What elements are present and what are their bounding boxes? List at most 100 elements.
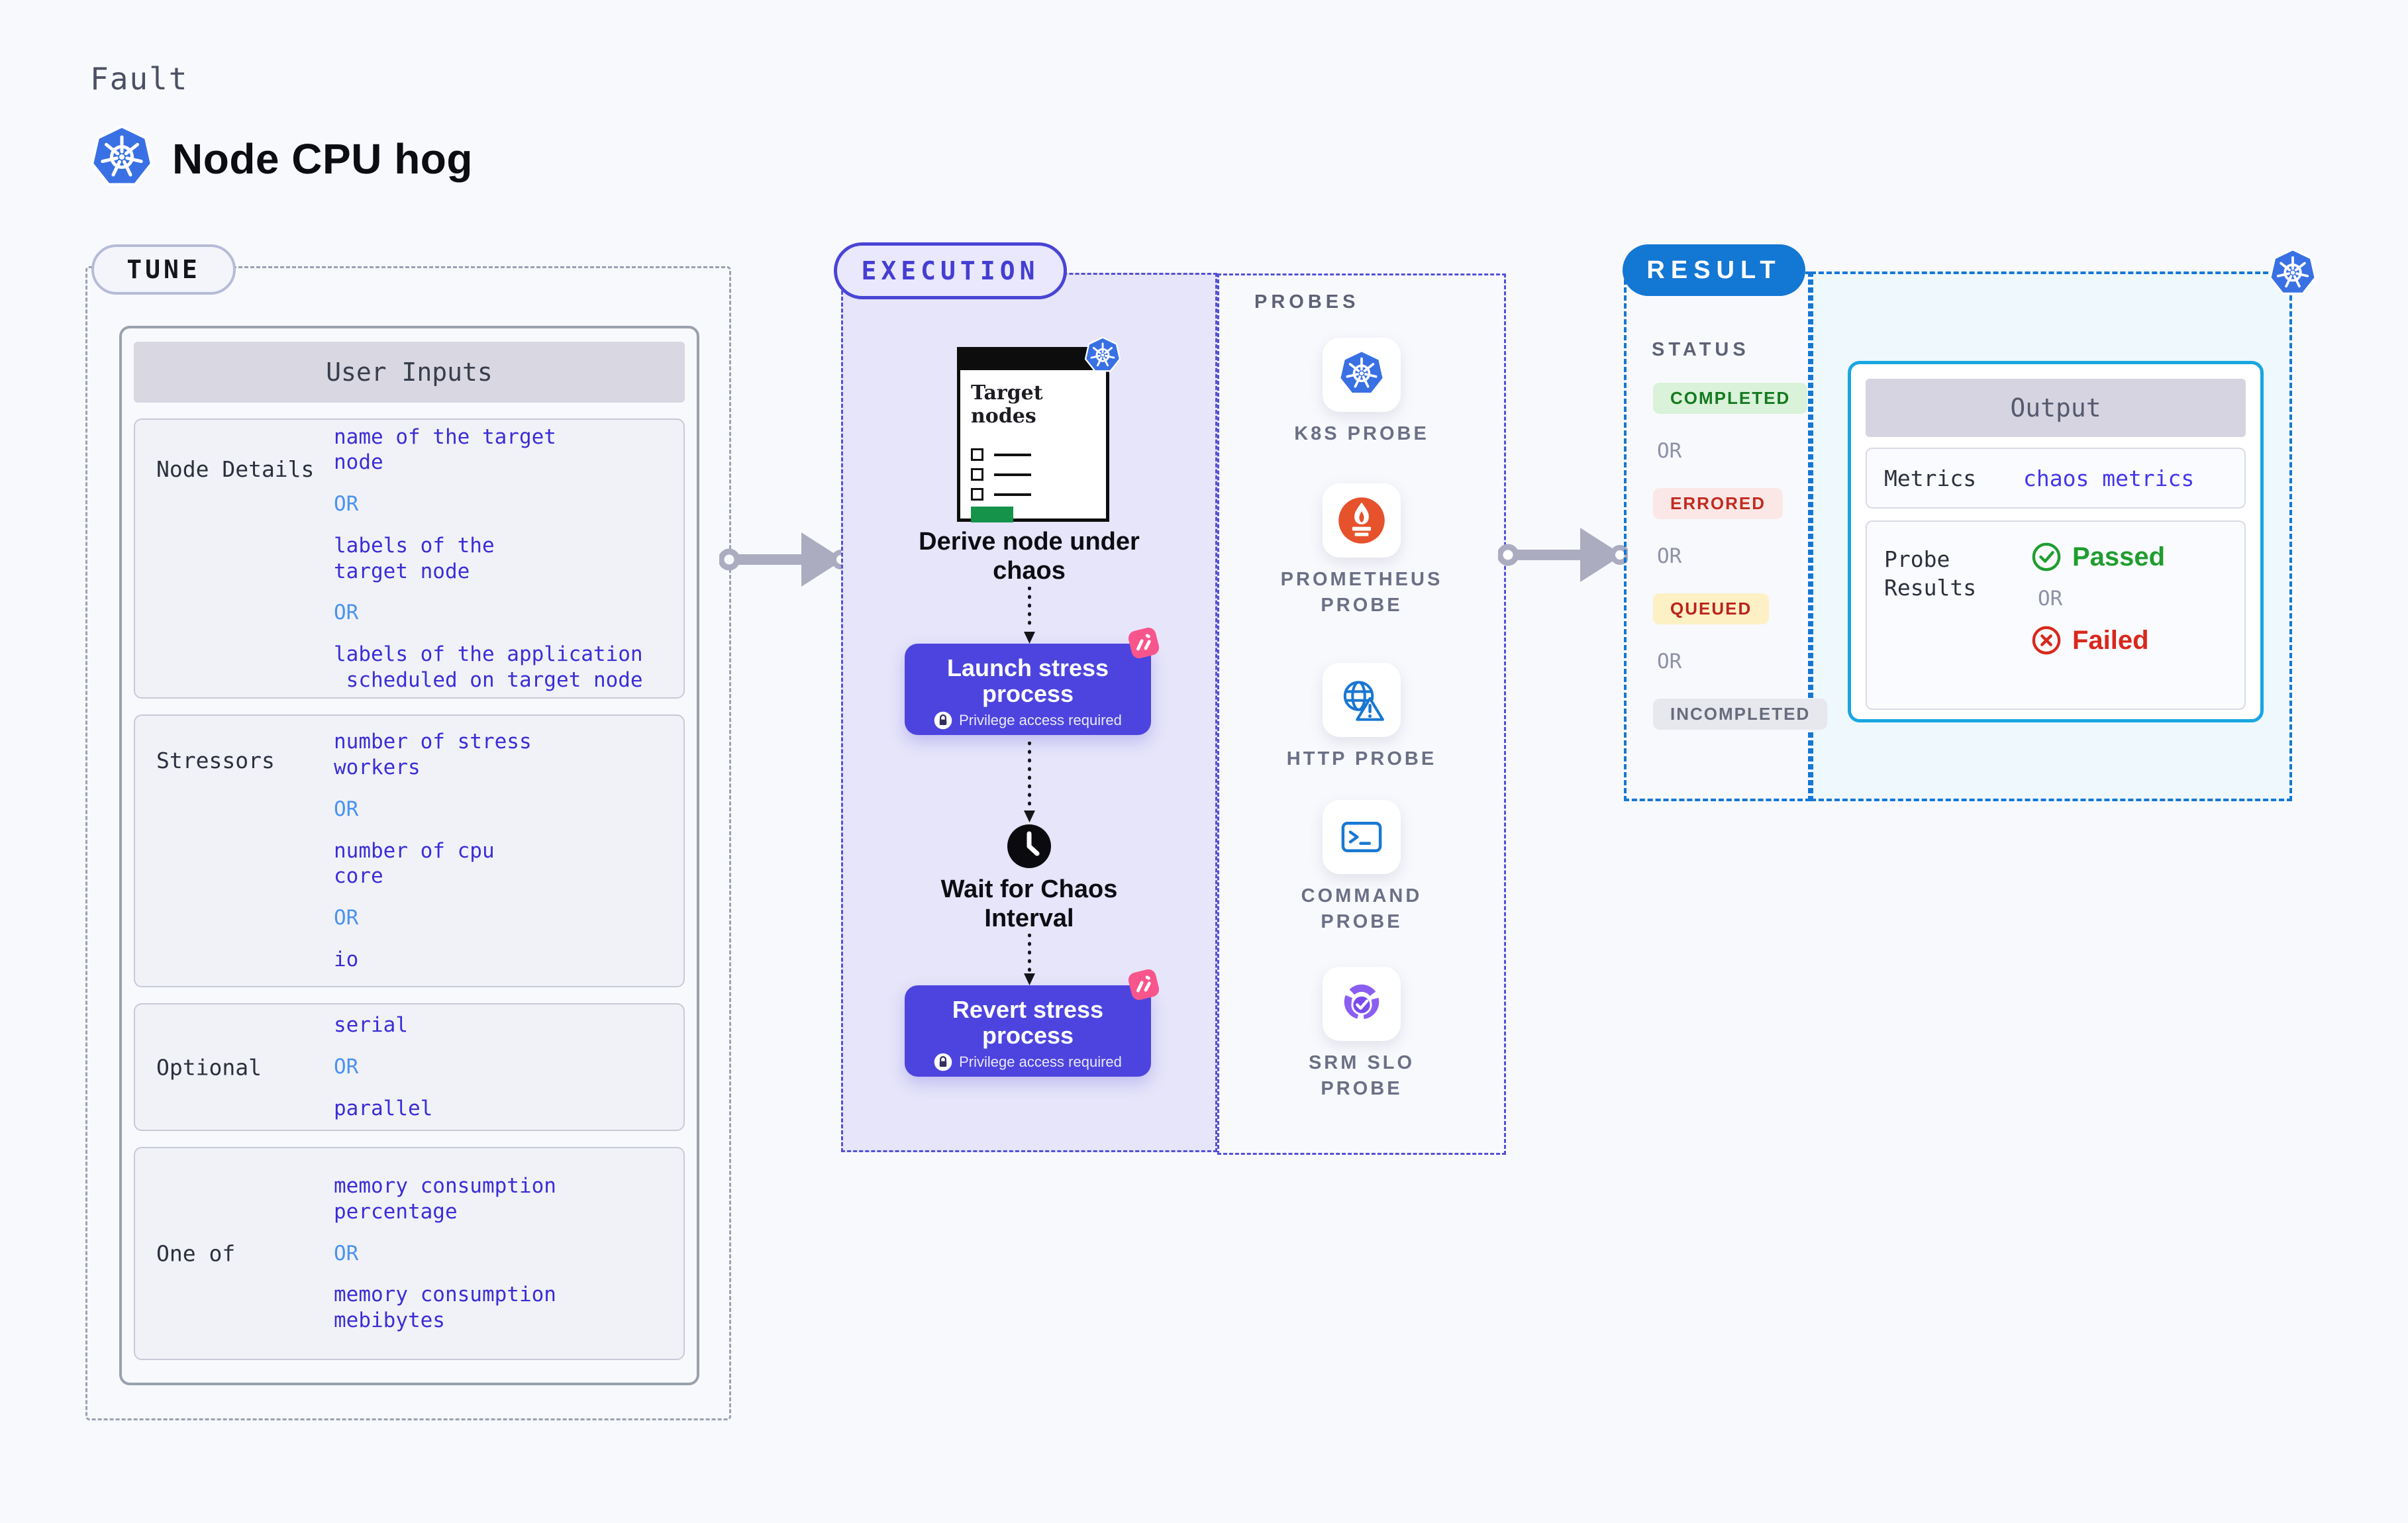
launch-stress-label: Launch stress process — [946, 654, 1109, 707]
input-value: labels of the target node — [334, 533, 495, 583]
prometheus-probe-icon — [1337, 496, 1386, 545]
arrow-tune-to-execution — [719, 532, 849, 587]
lock-icon — [934, 711, 952, 730]
kubernetes-icon — [89, 124, 155, 192]
input-value: number of stress workers — [334, 730, 532, 780]
x-circle-icon — [2032, 626, 2061, 655]
http-probe-label: HTTP PROBE — [1286, 748, 1437, 769]
input-value: labels of the application scheduled on t… — [334, 642, 643, 692]
privilege-label: Privilege access required — [959, 1053, 1122, 1070]
chaos-icon — [1128, 969, 1160, 1001]
revert-stress-step: Revert stress process Privilege access r… — [905, 969, 1160, 1077]
user-inputs-header: User Inputs — [134, 342, 685, 403]
row-label: Node Details — [156, 456, 315, 482]
page-header: Node CPU hog — [89, 124, 473, 192]
node-list-item — [971, 488, 1031, 501]
metrics-label: Metrics — [1884, 465, 1977, 491]
derive-node-label: Derive node under chaos — [919, 528, 1140, 585]
http-globe-icon — [1343, 681, 1384, 721]
or-label: OR — [1657, 650, 1682, 673]
revert-stress-label: Revert stress process — [952, 996, 1104, 1049]
target-nodes-label: Target nodes — [971, 381, 1043, 428]
line-placeholder — [994, 473, 1031, 476]
check-circle-icon — [2032, 542, 2061, 571]
row-label: Stressors — [156, 748, 275, 773]
command-probe-icon — [1337, 812, 1386, 861]
or-label: OR — [334, 492, 359, 516]
privilege-row: Privilege access required — [905, 711, 1151, 730]
metrics-row: Metrics chaos metrics — [1866, 448, 2246, 509]
srm-probe-label: SRM SLO PROBE — [1308, 1052, 1415, 1100]
lock-icon — [934, 1053, 952, 1071]
k8s-probe-label: K8S PROBE — [1294, 423, 1429, 444]
kubernetes-icon — [1338, 350, 1385, 395]
row-label: One of — [156, 1240, 236, 1267]
input-value: io — [334, 947, 359, 971]
status-header: STATUS — [1652, 339, 1750, 360]
checkbox-icon — [971, 468, 983, 481]
probes-header: PROBES — [1254, 291, 1360, 313]
http-probe-icon — [1337, 675, 1386, 724]
command-probe-card — [1323, 800, 1401, 874]
srm-probe-icon — [1337, 979, 1386, 1028]
wait-chaos-label: Wait for Chaos Interval — [940, 875, 1118, 932]
status-badge-incompleted: INCOMPLETED — [1653, 699, 1828, 730]
or-label: OR — [334, 601, 359, 625]
probe-results-values: Passed OR Failed — [2031, 542, 2165, 656]
command-probe-label: COMMAND PROBE — [1301, 885, 1423, 933]
widget-titlebar — [960, 350, 1106, 370]
or-label: OR — [334, 1055, 359, 1079]
kubernetes-icon — [2268, 248, 2318, 299]
terminal-icon — [1341, 822, 1382, 852]
user-inputs-card: User Inputs Node Details name of the targ… — [119, 326, 699, 1385]
input-value: memory consumption percentage — [334, 1174, 556, 1224]
failed-row: Failed — [2031, 625, 2149, 656]
prometheus-probe-label: PROMETHEUS PROBE — [1280, 569, 1443, 616]
green-button-placeholder — [971, 507, 1013, 522]
line-placeholder — [994, 493, 1031, 496]
page-title: Node CPU hog — [172, 135, 473, 183]
failed-label: Failed — [2072, 625, 2149, 655]
input-value: number of cpu core — [334, 838, 495, 889]
kubernetes-icon — [1083, 336, 1122, 375]
kubernetes-icon — [2269, 248, 2317, 295]
launch-stress-step: Launch stress process Privilege access r… — [905, 627, 1160, 735]
checkbox-icon — [971, 448, 983, 461]
input-value: name of the target node — [334, 424, 556, 475]
or-label: OR — [334, 797, 359, 821]
dotted-arrow-down — [1024, 587, 1035, 644]
tune-panel — [85, 266, 731, 1420]
input-value: memory consumption mebibytes — [334, 1283, 556, 1333]
kubernetes-icon — [1084, 336, 1121, 372]
checkbox-icon — [971, 488, 983, 501]
status-badge-completed: COMPLETED — [1653, 383, 1808, 414]
result-badge: RESULT — [1623, 244, 1805, 296]
output-card: Output Metrics chaos metrics Probe Resul… — [1848, 361, 2264, 722]
row-label: Optional — [156, 1054, 262, 1080]
k8s-probe-card — [1323, 338, 1401, 412]
input-value: parallel — [334, 1096, 433, 1120]
or-label: OR — [334, 1241, 359, 1265]
srm-probe-card — [1323, 967, 1401, 1041]
dotted-arrow-down — [1024, 742, 1035, 822]
or-label: OR — [1657, 544, 1682, 568]
http-probe-card — [1323, 663, 1401, 737]
probes-panel — [1217, 273, 1506, 1155]
or-label: OR — [1657, 439, 1682, 463]
line-placeholder — [994, 453, 1031, 456]
k8s-probe-icon — [1337, 350, 1386, 399]
dotted-arrow-down — [1024, 934, 1035, 985]
kubernetes-icon — [91, 124, 153, 186]
or-label: OR — [2038, 587, 2063, 611]
slo-donut-icon — [1344, 984, 1380, 1020]
node-list-item — [971, 448, 1031, 461]
